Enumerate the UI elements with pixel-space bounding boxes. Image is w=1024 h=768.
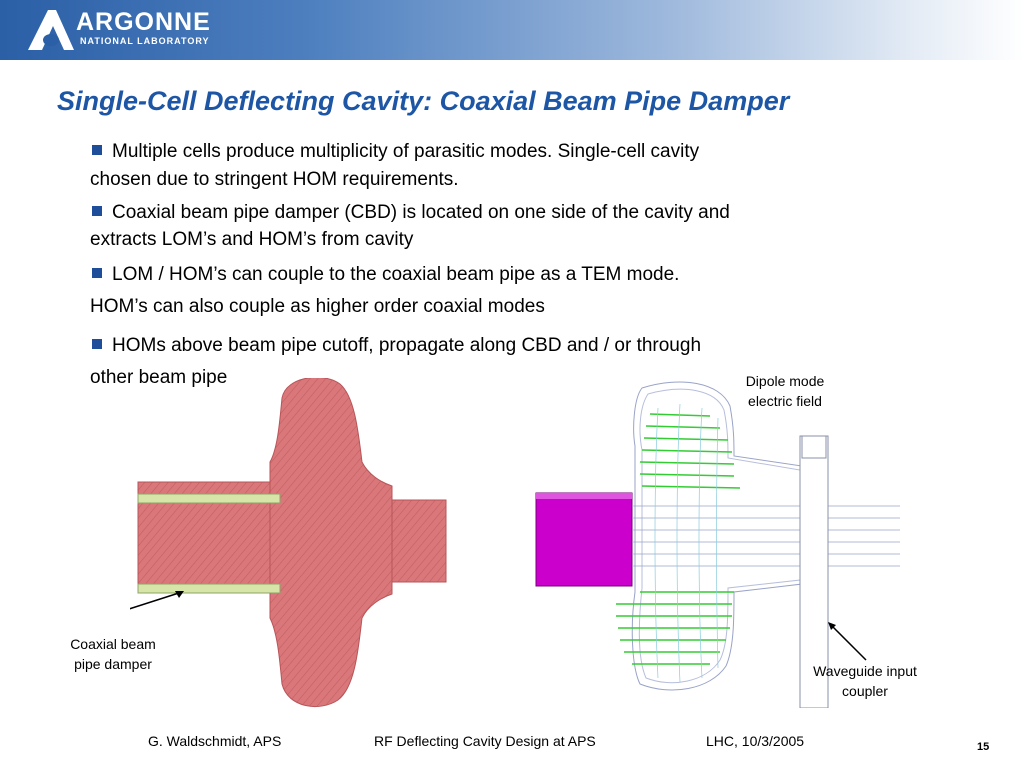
- bullet-1-line-2: chosen due to stringent HOM requirements…: [90, 169, 459, 190]
- logo-name: ARGONNE: [76, 8, 211, 36]
- bullet-square-icon: [92, 268, 102, 278]
- caption-dipole-line-2: electric field: [748, 393, 822, 409]
- bullet-4-line-2: other beam pipe: [90, 367, 228, 388]
- bullet-3-line-1: LOM / HOM’s can couple to the coaxial be…: [92, 264, 679, 286]
- slide-title: Single-Cell Deflecting Cavity: Coaxial B…: [57, 86, 790, 116]
- page-number: 15: [977, 741, 990, 753]
- bullet-square-icon: [92, 206, 102, 216]
- caption-dipole-line-1: Dipole mode: [745, 373, 825, 389]
- caption-waveguide-coupler: Waveguide input coupler: [795, 661, 935, 701]
- caption-dipole-field: Dipole mode electric field: [720, 371, 850, 411]
- bullet-1-line-1: Multiple cells produce multiplicity of p…: [92, 141, 699, 163]
- bullet-4-line-1: HOMs above beam pipe cutoff, propagate a…: [92, 335, 701, 357]
- caption-waveguide-line-1: Waveguide input: [813, 663, 917, 679]
- cavity-model-figure: [130, 378, 447, 708]
- bullet-square-icon: [92, 145, 102, 155]
- logo-subtitle: NATIONAL LABORATORY: [80, 36, 210, 46]
- caption-coaxial-line-2: pipe damper: [74, 656, 152, 672]
- bullet-2-line-1: Coaxial beam pipe damper (CBD) is locate…: [92, 202, 730, 224]
- argonne-logo: ARGONNE NATIONAL LABORATORY: [28, 8, 218, 52]
- bullet-3-line-2: HOM’s can also couple as higher order co…: [90, 296, 545, 317]
- header-band: [0, 0, 1024, 60]
- footer-venue-date: LHC, 10/3/2005: [706, 733, 805, 749]
- caption-coaxial-line-1: Coaxial beam: [70, 636, 156, 652]
- bullet-2-line-2: extracts LOM’s and HOM’s from cavity: [90, 229, 414, 250]
- bullet-square-icon: [92, 339, 102, 349]
- dipole-field-figure: [535, 381, 900, 708]
- caption-coaxial-damper: Coaxial beam pipe damper: [48, 634, 178, 674]
- footer-author: G. Waldschmidt, APS: [148, 733, 282, 749]
- argonne-a-icon: [28, 10, 74, 50]
- footer-talk-title: RF Deflecting Cavity Design at APS: [374, 733, 596, 749]
- caption-waveguide-line-2: coupler: [842, 683, 888, 699]
